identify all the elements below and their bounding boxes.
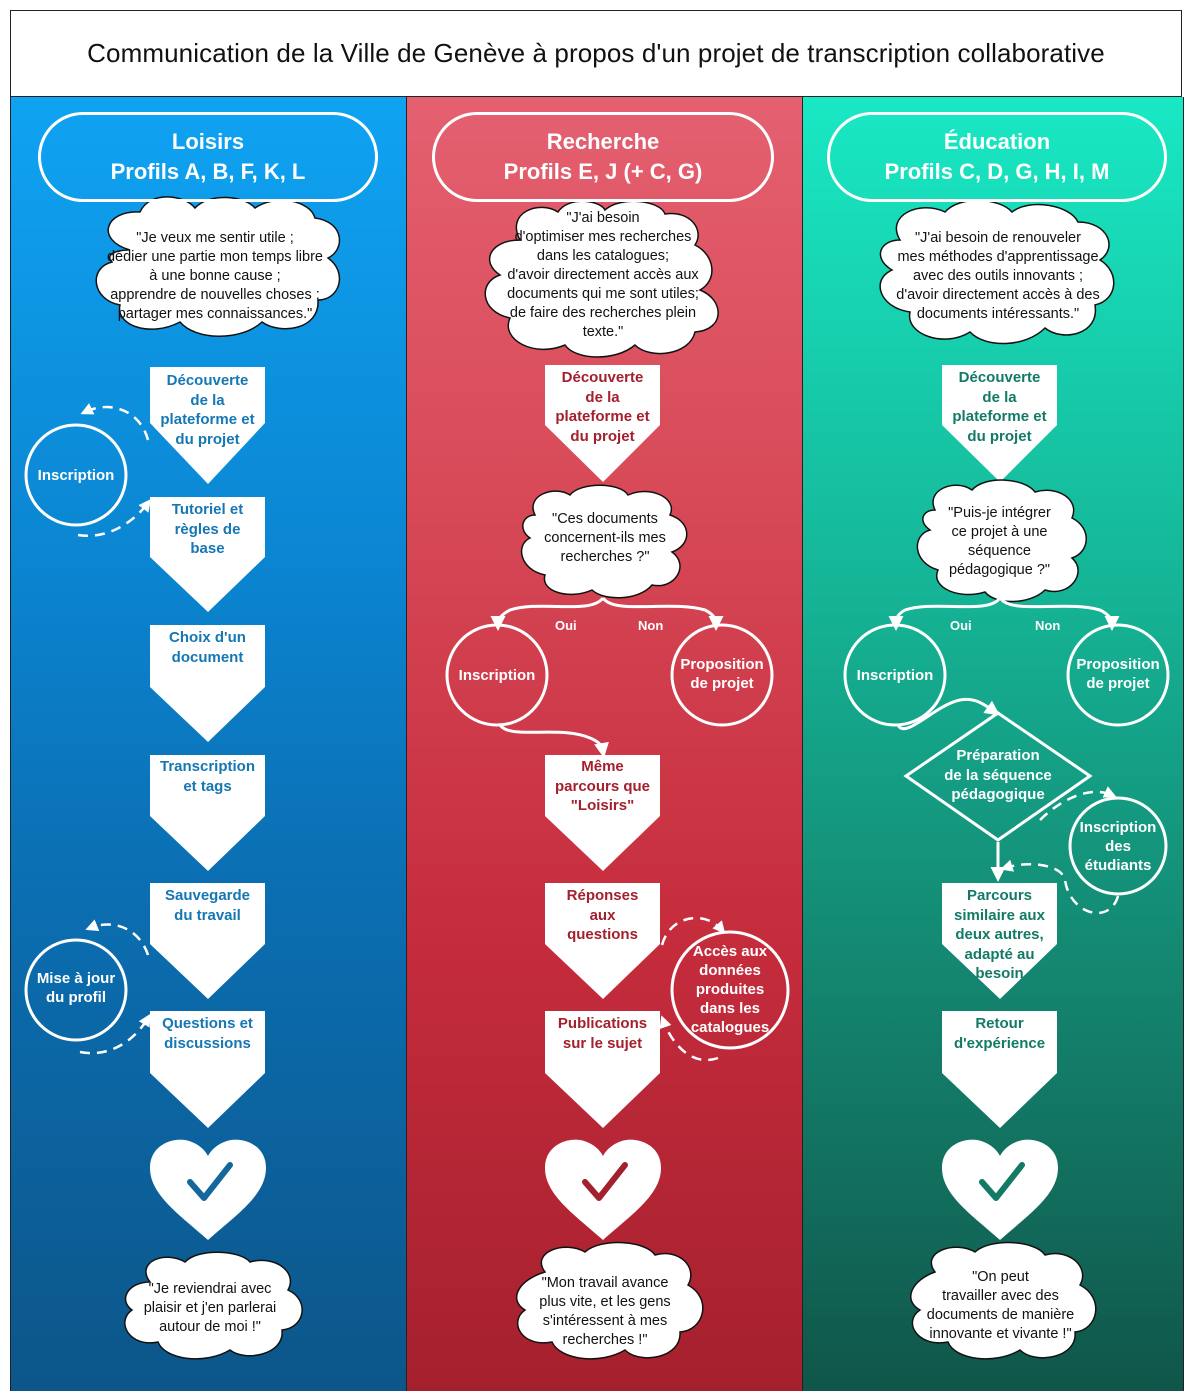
loisirs-check-icon bbox=[187, 1162, 233, 1201]
recherche-question-cloud bbox=[520, 484, 688, 599]
header-education-title: Éducation bbox=[943, 129, 1051, 154]
education-dashed-loop bbox=[1000, 786, 1120, 915]
page-title: Communication de la Ville de Genève à pr… bbox=[87, 38, 1105, 68]
education-label-non: Non bbox=[1035, 618, 1061, 633]
thought-loisirs: "Je veux me sentir utile ; dédier une pa… bbox=[106, 230, 323, 322]
loisirs-step-2: Tutoriel et règles de base bbox=[171, 501, 244, 557]
loisirs-profil-label: Mise à jour du profil bbox=[36, 970, 116, 1006]
recherche-inscription-label: Inscription bbox=[458, 667, 536, 684]
education-step-3: Retour d'expérience bbox=[953, 1015, 1046, 1052]
header-loisirs-title: Loisirs bbox=[171, 129, 245, 154]
education-question-cloud bbox=[916, 479, 1087, 603]
header-recherche-profiles: Profils E, J (+ C, G) bbox=[503, 159, 703, 184]
header-education-profiles: Profils C, D, G, H, I, M bbox=[884, 159, 1110, 184]
education-inscription-label: Inscription bbox=[856, 667, 934, 684]
title-bar: Communication de la Ville de Genève à pr… bbox=[10, 10, 1182, 97]
loisirs-step-6: Questions et discussions bbox=[162, 1015, 253, 1052]
thought-cloud-recherche bbox=[484, 200, 719, 358]
recherche-question: "Ces documents concernent-ils mes recher… bbox=[544, 511, 666, 565]
thought-recherche: "J'ai besoin d'optimiser mes recherches … bbox=[507, 210, 699, 340]
recherche-arrows bbox=[490, 596, 724, 758]
header-loisirs-profiles: Profils A, B, F, K, L bbox=[110, 159, 306, 184]
final-thought-loisirs: "Je reviendrai avec plaisir et j'en parl… bbox=[143, 1281, 277, 1335]
education-diamond-label: Préparation de la séquence pédagogique bbox=[944, 747, 1052, 803]
recherche-circle-acces bbox=[670, 930, 790, 1050]
education-step-shapes bbox=[942, 365, 1057, 1128]
header-loisirs: Loisirs Profils A, B, F, K, L bbox=[38, 112, 378, 202]
recherche-step-4: Publications sur le sujet bbox=[557, 1015, 648, 1052]
education-arrows bbox=[888, 596, 1120, 882]
education-label-oui: Oui bbox=[950, 618, 972, 633]
recherche-label-non: Non bbox=[638, 618, 664, 633]
education-step-2: Parcours similaire aux deux autres, adap… bbox=[954, 887, 1045, 982]
education-circle-etudiants bbox=[1068, 796, 1168, 896]
loisirs-dashed-loops bbox=[77, 403, 152, 1055]
recherche-check-icon bbox=[582, 1162, 628, 1201]
education-check-icon bbox=[979, 1162, 1025, 1201]
loisirs-step-shapes bbox=[150, 367, 265, 1128]
recherche-step-shapes bbox=[545, 365, 660, 1128]
recherche-step-2: Même parcours que "Loisirs" bbox=[554, 758, 651, 814]
loisirs-step-1: Découverte de la plateforme et du projet bbox=[160, 372, 255, 448]
education-step-1: Découverte de la plateforme et du projet bbox=[952, 369, 1047, 445]
recherche-acces-label: Accès aux données produites dans les cat… bbox=[690, 943, 770, 1036]
recherche-proposition-label: Proposition de projet bbox=[680, 656, 764, 692]
final-cloud-shapes bbox=[124, 1241, 1097, 1360]
recherche-label-oui: Oui bbox=[555, 618, 577, 633]
header-recherche: Recherche Profils E, J (+ C, G) bbox=[432, 112, 774, 202]
education-question: "Puis-je intégrer ce projet à une séquen… bbox=[948, 505, 1051, 578]
header-education: Éducation Profils C, D, G, H, I, M bbox=[827, 112, 1167, 202]
header-recherche-title: Recherche bbox=[546, 129, 660, 154]
loisirs-inscription-label: Inscription bbox=[37, 467, 115, 484]
final-thought-recherche: "Mon travail avance plus vite, et les ge… bbox=[539, 1275, 671, 1348]
recherche-dashed-loop bbox=[659, 916, 726, 1062]
loisirs-circle-profil bbox=[24, 938, 128, 1042]
education-diamond bbox=[903, 711, 1093, 842]
education-proposition-label: Proposition de projet bbox=[1076, 656, 1160, 692]
recherche-step-1: Découverte de la plateforme et du projet bbox=[555, 369, 650, 445]
thought-education: "J'ai besoin de renouveler mes méthodes … bbox=[896, 230, 1100, 322]
loisirs-circle-inscription bbox=[24, 423, 128, 527]
final-thought-education: "On peut travailler avec des documents d… bbox=[926, 1269, 1075, 1342]
recherche-step-3: Réponses aux questions bbox=[566, 887, 639, 943]
loisirs-step-5: Sauvegarde du travail bbox=[164, 887, 251, 924]
loisirs-step-3: Choix d'un document bbox=[169, 629, 246, 666]
loisirs-step-4: Transcription et tags bbox=[159, 758, 256, 795]
education-etudiants-label: Inscription des étudiants bbox=[1079, 819, 1157, 874]
